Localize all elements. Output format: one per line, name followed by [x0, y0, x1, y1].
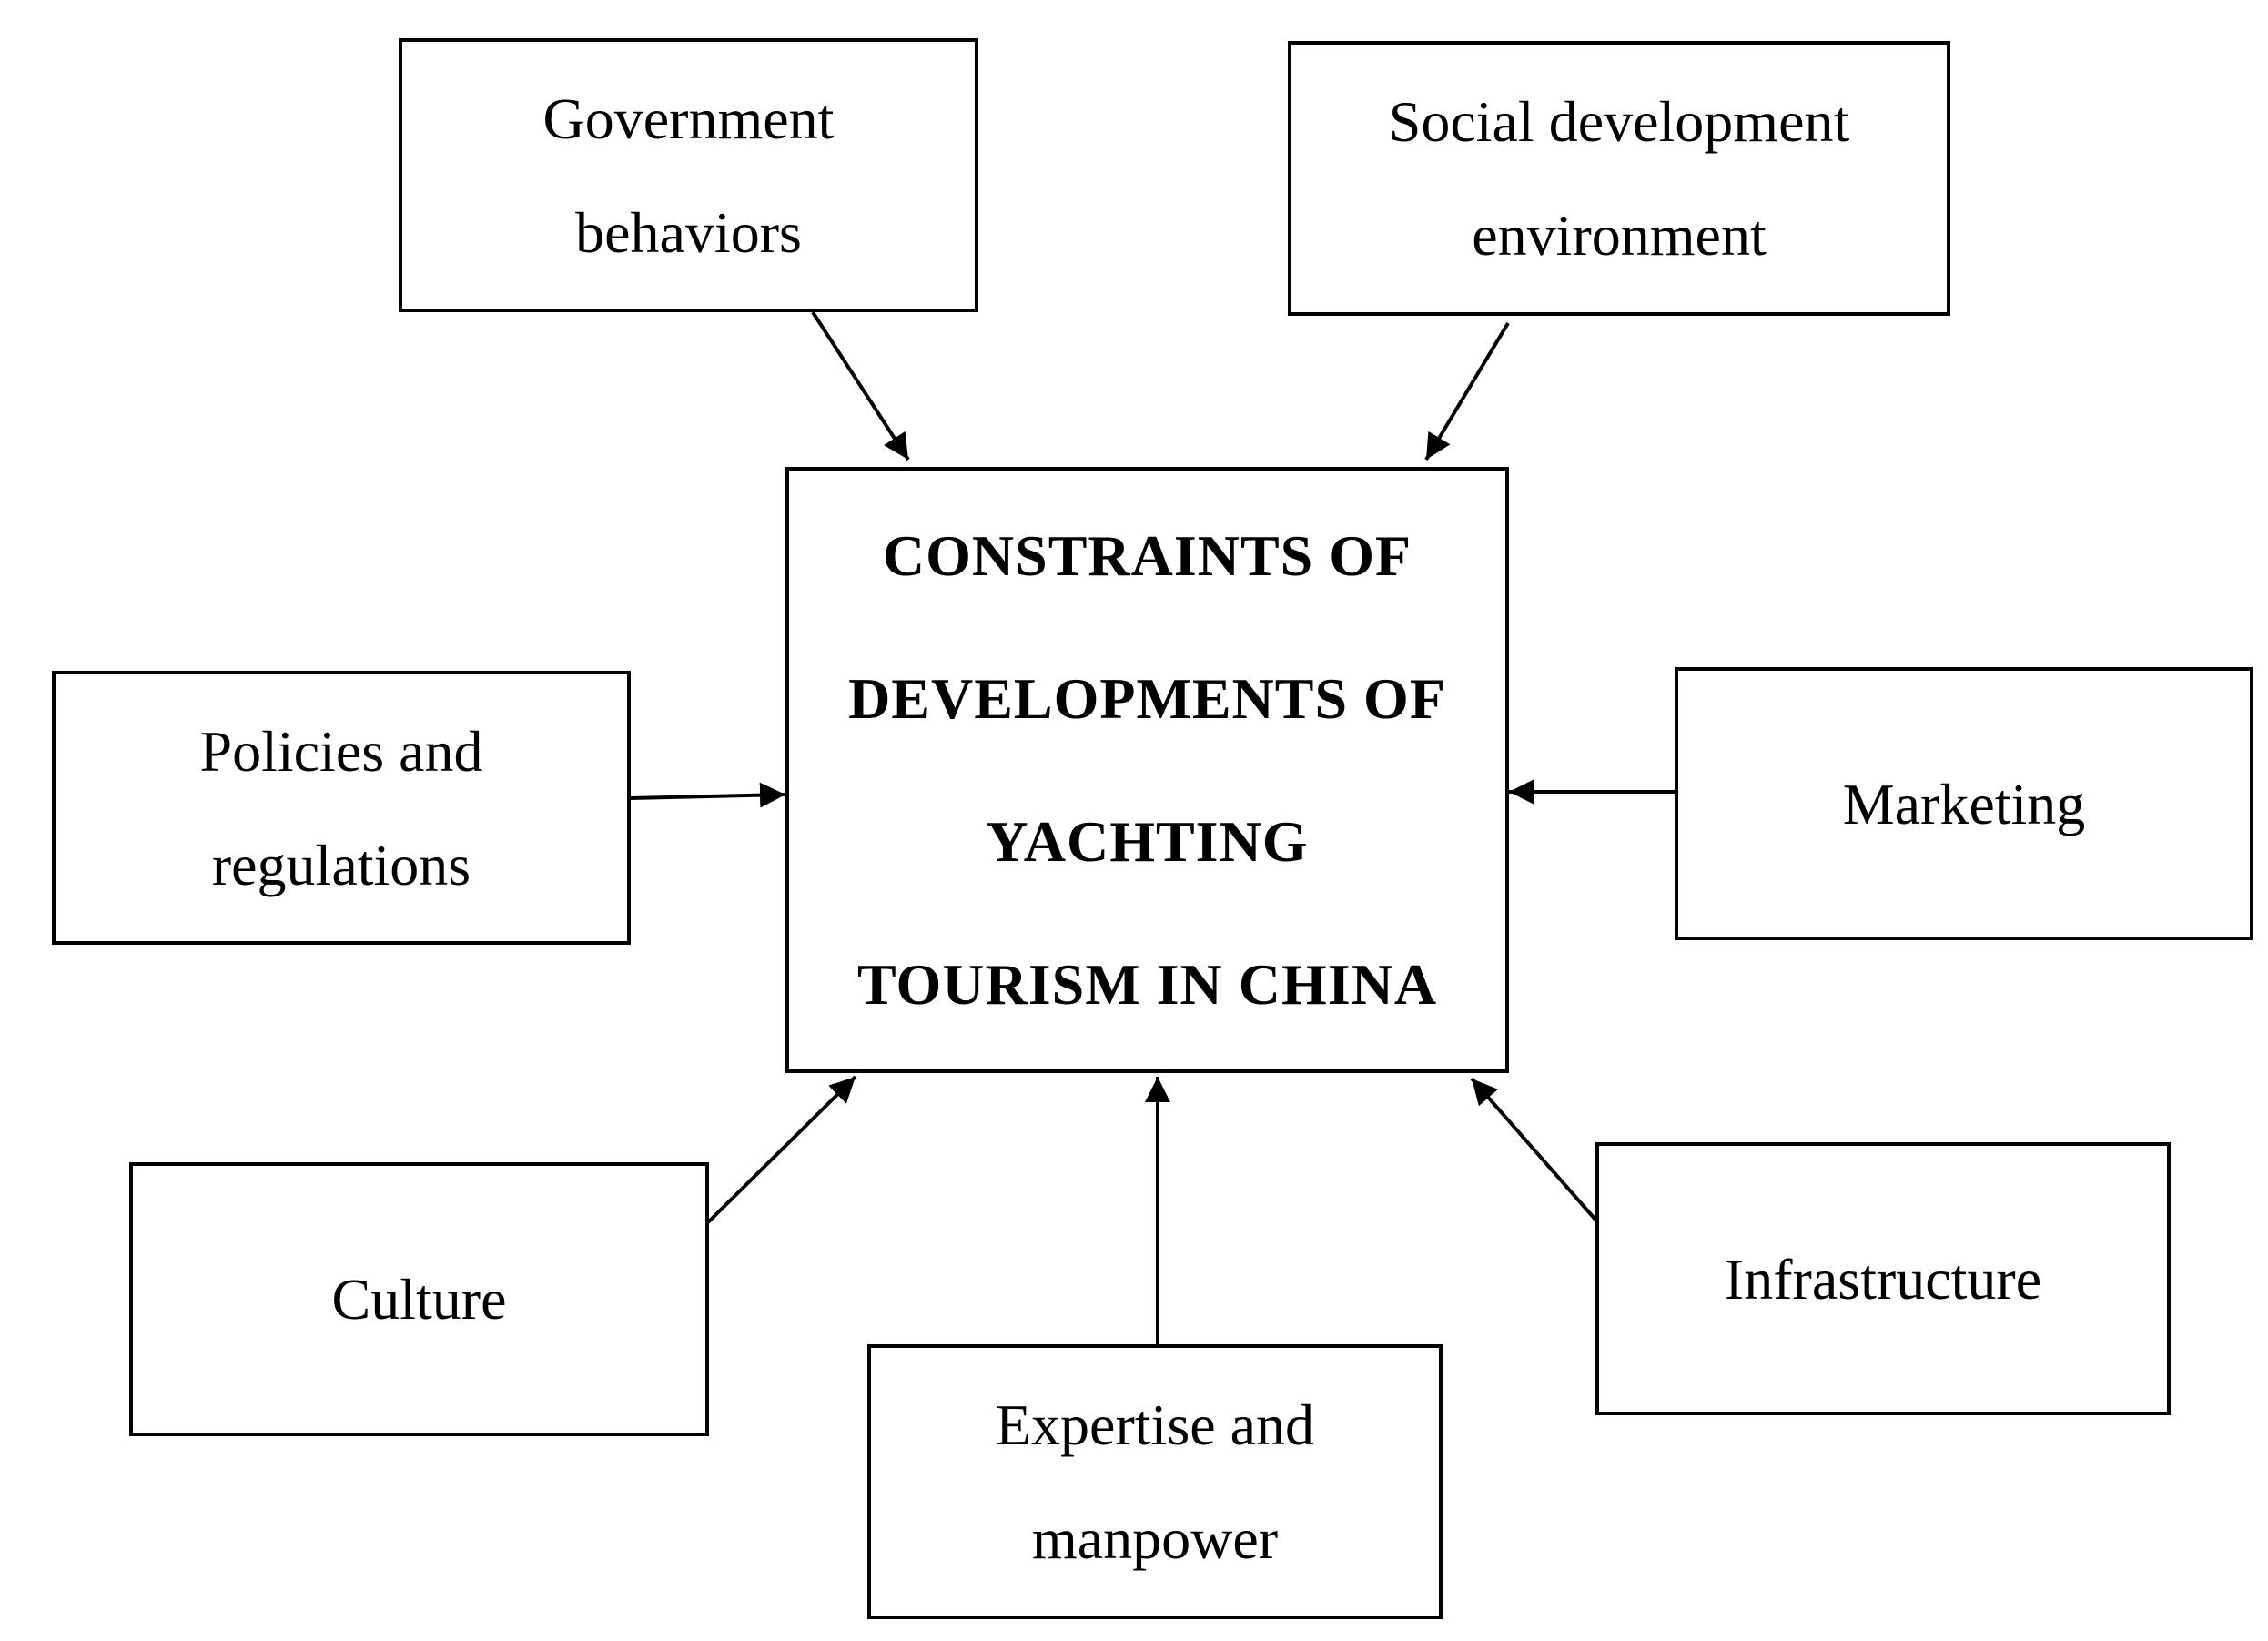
- expertise-manpower-label: Expertise and manpower: [995, 1393, 1315, 1571]
- arrow-government-to-center: [811, 310, 910, 461]
- infrastructure-label: Infrastructure: [1724, 1246, 2042, 1312]
- culture-label: Culture: [331, 1267, 507, 1332]
- government-behaviors-label: Government behaviors: [542, 86, 835, 265]
- policies-regulations-label: Policies and regulations: [199, 718, 483, 897]
- expertise-manpower-box: Expertise and manpower: [867, 1344, 1443, 1619]
- arrow-infrastructure-to-center: [1470, 1077, 1597, 1221]
- marketing-box: Marketing: [1675, 667, 2253, 940]
- arrow-social-to-center: [1424, 321, 1510, 461]
- central-constraints-label: CONSTRAINTS OF DEVELOPMENTS OF YACHTING …: [848, 523, 1446, 1017]
- arrow-culture-to-center: [706, 1075, 857, 1224]
- marketing-label: Marketing: [1842, 771, 2086, 836]
- social-development-environment-label: Social development environment: [1388, 89, 1850, 268]
- central-constraints-box: CONSTRAINTS OF DEVELOPMENTS OF YACHTING …: [785, 467, 1509, 1073]
- social-development-environment-box: Social development environment: [1288, 41, 1950, 316]
- arrow-policies-to-center: [630, 782, 786, 808]
- government-behaviors-box: Government behaviors: [399, 38, 978, 312]
- policies-regulations-box: Policies and regulations: [52, 671, 631, 945]
- infrastructure-box: Infrastructure: [1595, 1142, 2171, 1415]
- culture-box: Culture: [129, 1162, 709, 1436]
